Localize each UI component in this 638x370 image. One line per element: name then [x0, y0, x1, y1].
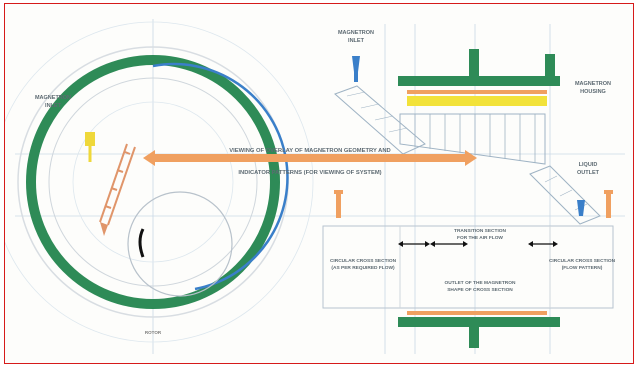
black-curve-icon — [138, 228, 145, 258]
bottom-center-text-1: OUTLET OF THE MAGNETRON — [445, 280, 516, 286]
left-box-text-2: (AS PER REQUIRED FLOW) — [331, 265, 395, 271]
outlet-label-1: LIQUID — [579, 162, 598, 168]
right-label-2: HOUSING — [580, 89, 606, 95]
center-top-text-2: FOR THE AIR FLOW — [457, 235, 503, 241]
yellow-marker — [85, 132, 95, 146]
top-green-plate — [398, 76, 560, 86]
channel-hatch — [414, 114, 536, 163]
left-probe — [336, 192, 341, 218]
chamber-outline — [322, 225, 614, 309]
inlet-label-1: MAGNETRON — [338, 30, 374, 36]
main-arrow-text-2: INDICATOR PATTERNS (FOR VIEWING OF SYSTE… — [238, 170, 381, 176]
right-box-text-2: (FLOW PATTERN) — [562, 265, 603, 271]
bottom-center-text-2: SHAPE OF CROSS SECTION — [447, 287, 513, 293]
yellow-heater-band — [407, 96, 547, 106]
right-box-text-1: CIRCULAR CROSS SECTION — [549, 258, 616, 264]
outer-green-ring — [26, 55, 280, 309]
bottom-green-plate — [398, 317, 560, 327]
orange-ladder — [99, 143, 136, 226]
inlet-nozzle-icon — [352, 56, 360, 82]
main-arrow-text-1: VIEWING OF OVERLAY OF MAGNETRON GEOMETRY… — [229, 148, 390, 154]
bottom-small-label: ROTOR — [145, 330, 162, 335]
diagram-canvas: ROTOR — [5, 19, 625, 354]
inner-circle — [127, 191, 233, 297]
left-box-text-1: CIRCULAR CROSS SECTION — [330, 258, 397, 264]
left-label-1: MAGNETRON — [35, 95, 71, 101]
right-probe — [606, 192, 611, 218]
outlet-nozzle-icon — [577, 200, 585, 216]
left-label-2: INLET — [45, 103, 62, 109]
right-label-1: MAGNETRON — [575, 81, 611, 87]
inlet-label-2: INLET — [348, 38, 365, 44]
outlet-label-2: OUTLET — [577, 170, 600, 176]
blue-arc — [152, 62, 289, 291]
center-top-text-1: TRANSITION SECTION — [454, 228, 507, 234]
cross-section — [322, 49, 614, 348]
diagram-frame: ROTOR — [4, 3, 634, 364]
main-double-arrow — [143, 150, 477, 166]
